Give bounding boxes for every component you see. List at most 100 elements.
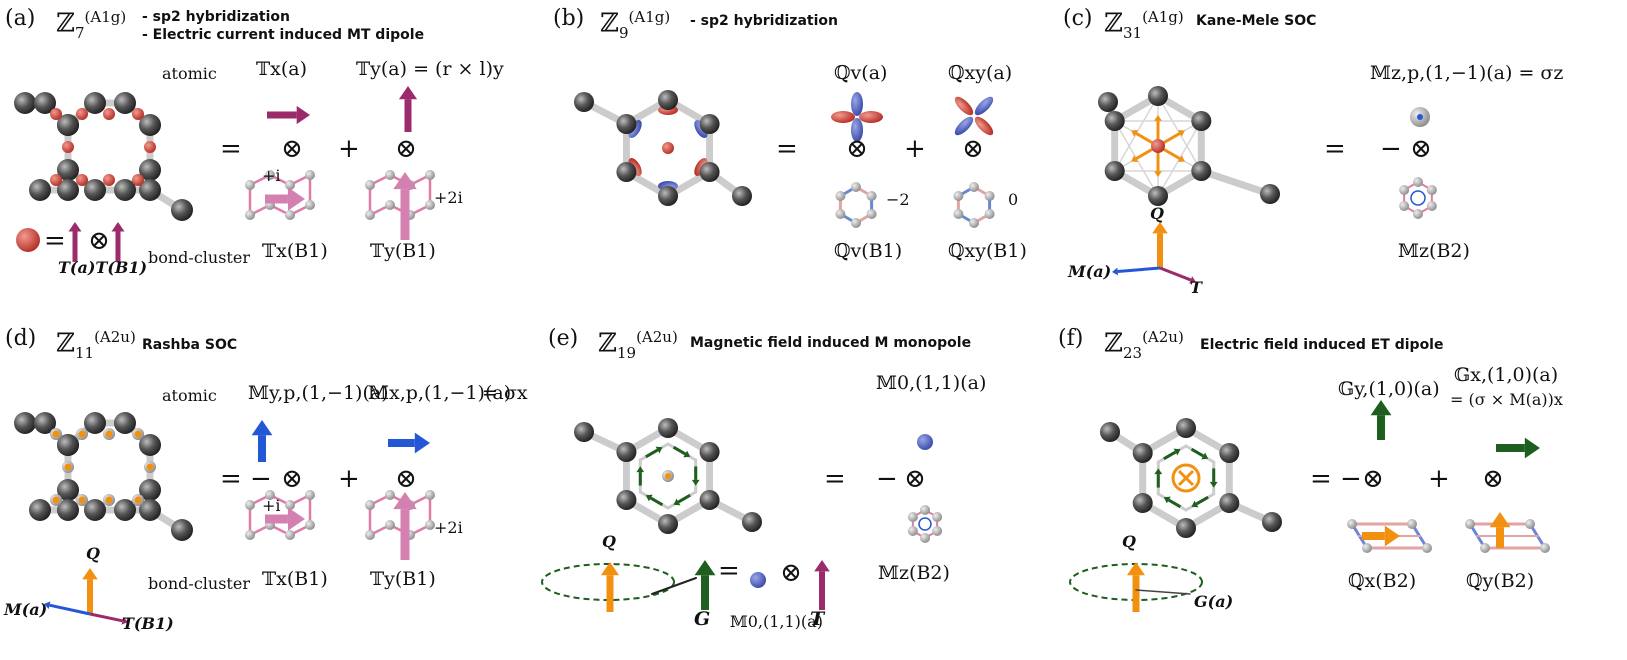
term-1-bond: ℚx(B2) <box>1348 570 1417 592</box>
value-1: −2 <box>886 190 910 209</box>
sp2-lobe <box>628 157 642 177</box>
atom <box>658 418 678 438</box>
m-x-arrow <box>414 432 430 454</box>
atom <box>114 499 136 521</box>
atom <box>616 114 637 134</box>
atom <box>425 520 435 530</box>
sp2-lobe <box>694 119 708 139</box>
atom <box>658 90 678 110</box>
atom <box>365 530 375 540</box>
atom <box>1100 422 1120 442</box>
atom <box>1219 443 1240 463</box>
row-label-bond-cluster: bond-cluster <box>148 574 250 593</box>
atom <box>1176 518 1196 538</box>
atom <box>984 191 995 201</box>
axis-label-g: G(a) <box>1194 592 1234 611</box>
orbital-red <box>76 108 88 120</box>
hopping-arrow <box>1177 129 1185 137</box>
z-letter: ℤ <box>598 328 617 359</box>
row-label-bond-cluster: bond-cluster <box>148 248 250 267</box>
description-line-1: Rashba SOC <box>142 337 238 353</box>
atom <box>57 434 79 456</box>
atom <box>285 530 295 540</box>
term-1-atomic: 𝔾y,(1,0)(a) <box>1338 378 1440 400</box>
term-1-bond: 𝕋x(B1) <box>262 240 328 262</box>
atom <box>1262 512 1282 532</box>
axis-label-q: Q <box>602 532 616 551</box>
legend-orbital <box>16 228 40 252</box>
label-m-monopole: 𝕄0,(1,1)(a) <box>730 612 823 631</box>
bond-current-arrow <box>393 172 417 190</box>
t-axis <box>121 617 128 625</box>
atom <box>171 519 193 541</box>
description-line-1: - sp2 hybridization <box>690 13 838 29</box>
bond-current-arrow <box>393 492 417 510</box>
phase-label-2: +2i <box>434 518 463 537</box>
atom <box>34 412 56 434</box>
orange-dot <box>78 430 86 438</box>
z-index: 7 <box>74 23 85 42</box>
axis-label-q: Q <box>86 544 100 563</box>
panel-b: (b) ℤ9(A1g) - sp2 hybridization ℚv(a) ℚx… <box>548 0 1088 320</box>
group-symbol: ℤ9(A1g) <box>600 8 670 42</box>
legend-vectors: T(a)T(B1) <box>58 258 148 277</box>
atom <box>114 92 136 114</box>
orange-dot <box>105 430 113 438</box>
spin-dot <box>1417 114 1423 120</box>
g-x-arrow <box>1524 437 1540 459</box>
atom <box>29 179 51 201</box>
bond-current-arrow <box>287 507 305 531</box>
toroidal-arrow <box>683 450 691 458</box>
atom <box>953 191 964 201</box>
atom <box>835 191 846 201</box>
atom <box>1422 543 1432 553</box>
atom <box>1148 186 1168 206</box>
z-index: 9 <box>618 23 629 42</box>
atom <box>139 159 161 181</box>
term-2-bond: 𝕋y(B1) <box>370 240 436 262</box>
atom <box>285 210 295 220</box>
term-2-atomic: 𝕄x,p,(1,−1)(a) <box>368 382 512 404</box>
atom <box>385 490 395 500</box>
otimes-2: ⊗ <box>395 464 417 494</box>
atom <box>139 479 161 501</box>
phase-label-1: +i <box>262 496 281 515</box>
atom <box>365 210 375 220</box>
orange-dot <box>52 496 60 504</box>
atom <box>616 442 637 462</box>
toroidal-arrow <box>636 466 645 473</box>
atom <box>1525 519 1535 529</box>
m-axis <box>1112 267 1119 276</box>
sp2-lobe <box>694 157 708 177</box>
equals-sign: = <box>1324 134 1346 164</box>
qxy-lobe <box>954 96 974 116</box>
z-index: 11 <box>74 343 95 362</box>
atom <box>425 200 435 210</box>
atom <box>1426 201 1437 211</box>
bottom-otimes: ⊗ <box>780 558 802 588</box>
description-line-2: - Electric current induced MT dipole <box>142 27 425 43</box>
atom <box>699 442 720 462</box>
z-letter: ℤ <box>1104 328 1123 359</box>
plus-sign: + <box>338 134 360 164</box>
atom <box>385 170 395 180</box>
qv-lobe <box>831 111 855 123</box>
center-dot <box>665 473 671 479</box>
atom <box>245 180 255 190</box>
equals-minus-sign: = − <box>220 464 272 494</box>
plus-sign: + <box>338 464 360 494</box>
atom <box>34 92 56 114</box>
z-index: 19 <box>616 343 637 362</box>
description-line-1: Kane-Mele SOC <box>1196 13 1317 29</box>
orbital-red <box>62 141 74 153</box>
axis-label-t: T <box>1190 278 1202 297</box>
term-1-bond: ℚv(B1) <box>834 240 903 262</box>
center-orbital <box>662 142 674 154</box>
term-tail: = σx <box>482 382 528 404</box>
bond <box>1197 167 1274 198</box>
atom <box>732 186 752 206</box>
plus-sign: + <box>1428 464 1450 494</box>
hopping-arrow <box>1131 155 1139 163</box>
atom <box>1399 201 1410 211</box>
